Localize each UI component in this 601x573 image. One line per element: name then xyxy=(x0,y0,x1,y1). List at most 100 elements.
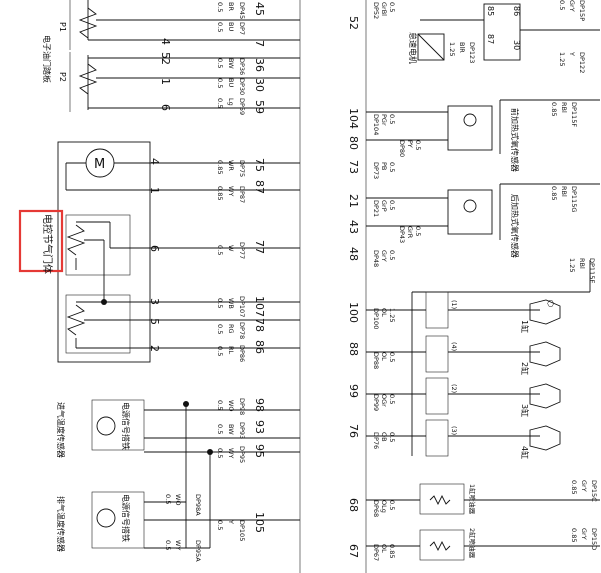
exhaust-sensor-pins-label: 电源信号搭铁 xyxy=(121,494,131,542)
throttle-pin-2: 2 xyxy=(148,345,161,352)
spark-plug-cyl-4: 4缸 xyxy=(520,425,561,459)
svg-text:W: W xyxy=(227,245,235,252)
svg-text:GrR: GrR xyxy=(406,226,414,239)
throttle-label: 电控节气门体 xyxy=(41,214,54,274)
svg-text:4缸: 4缸 xyxy=(520,446,530,459)
svg-text:0.85: 0.85 xyxy=(216,160,224,174)
injector-wire-labels: DP68 OLg 0.5 DP67 OL 0.85 DP15C GrY 0.85… xyxy=(372,480,598,561)
svg-text:88: 88 xyxy=(347,342,360,356)
svg-text:0.85: 0.85 xyxy=(550,102,558,116)
svg-text:1.25: 1.25 xyxy=(388,308,396,322)
svg-text:(1): (1) xyxy=(450,300,458,309)
svg-text:DP115E: DP115E xyxy=(588,258,596,283)
o2-wire-labels: DP104 PGr 0.5 DP80 PY 0.5 DP73 PB 0.5 DP… xyxy=(372,102,596,283)
svg-text:PGr: PGr xyxy=(380,114,388,126)
svg-text:DP95: DP95 xyxy=(238,446,246,463)
idle-motor-label: 怠速电机 xyxy=(408,32,418,64)
throttle-body-box xyxy=(57,141,151,363)
svg-text:RBl: RBl xyxy=(560,102,568,113)
svg-text:BW: BW xyxy=(227,58,235,69)
svg-text:1缸喷油器: 1缸喷油器 xyxy=(468,484,477,515)
svg-text:WO: WO xyxy=(174,494,182,506)
svg-text:105: 105 xyxy=(253,512,266,533)
idle-motor-box xyxy=(417,33,445,61)
svg-text:0.5: 0.5 xyxy=(388,200,396,210)
svg-text:DP107: DP107 xyxy=(238,296,246,317)
svg-text:DP99: DP99 xyxy=(372,394,380,411)
svg-text:0.5: 0.5 xyxy=(216,245,224,255)
motor-pin-1: 1 xyxy=(148,187,161,194)
svg-text:0.5: 0.5 xyxy=(388,250,396,260)
intake-temp-sensor: 电源信号搭铁 进气温度传感器 xyxy=(56,399,300,548)
svg-text:DP95A: DP95A xyxy=(194,540,202,562)
svg-text:DP86: DP86 xyxy=(238,345,246,362)
svg-text:104: 104 xyxy=(347,108,360,129)
spark-plug-1: ⬡ xyxy=(546,300,555,307)
svg-text:DP93: DP93 xyxy=(238,422,246,439)
svg-text:107: 107 xyxy=(253,296,266,317)
svg-text:DP75: DP75 xyxy=(238,160,246,177)
pedal-pin-5: 5 xyxy=(159,52,172,59)
svg-text:0.5: 0.5 xyxy=(216,346,224,356)
svg-text:1.25: 1.25 xyxy=(568,258,576,272)
svg-text:(2): (2) xyxy=(450,384,458,393)
motor-symbol: M xyxy=(94,157,105,172)
svg-text:100: 100 xyxy=(347,302,360,323)
svg-text:1.25: 1.25 xyxy=(558,52,566,66)
p1-label: P1 xyxy=(58,22,67,32)
svg-text:DP48: DP48 xyxy=(372,250,380,267)
svg-text:0.85: 0.85 xyxy=(550,186,558,200)
svg-text:86: 86 xyxy=(512,6,521,16)
svg-text:后加热式氧传感器: 后加热式氧传感器 xyxy=(510,194,520,258)
svg-text:93: 93 xyxy=(253,420,266,434)
throttle-sensor-box-2 xyxy=(65,294,131,354)
svg-text:43: 43 xyxy=(347,220,360,234)
svg-text:DP43: DP43 xyxy=(398,226,406,243)
svg-text:WY: WY xyxy=(227,448,235,458)
svg-text:36: 36 xyxy=(253,58,266,72)
svg-text:86: 86 xyxy=(253,340,266,354)
coil-3: (2) xyxy=(366,377,540,415)
coil-2: (4) xyxy=(366,335,540,373)
svg-text:0.5: 0.5 xyxy=(388,432,396,442)
svg-text:DP30: DP30 xyxy=(238,78,246,95)
svg-text:WR: WR xyxy=(227,160,235,171)
svg-text:BlR: BlR xyxy=(458,42,466,53)
svg-text:BR: BR xyxy=(227,2,235,11)
svg-text:0.5: 0.5 xyxy=(558,0,566,10)
svg-text:0.5: 0.5 xyxy=(216,400,224,410)
svg-text:RG: RG xyxy=(227,324,235,334)
svg-text:GrBl: GrBl xyxy=(380,2,388,16)
pedal-label: 电子油门踏板 xyxy=(42,35,52,83)
spark-plug-cyl-1: 1缸 xyxy=(520,299,561,333)
right-wire-numbers: 52 104 80 73 21 43 48 100 88 99 76 68 67 xyxy=(347,16,360,558)
svg-text:7: 7 xyxy=(253,40,266,47)
svg-text:DP105: DP105 xyxy=(238,520,246,541)
svg-text:76: 76 xyxy=(347,424,360,438)
svg-text:DP115G: DP115G xyxy=(570,186,578,212)
svg-text:OGr: OGr xyxy=(380,394,388,407)
coil-1: (1) ⬡ xyxy=(366,291,555,329)
svg-text:Y: Y xyxy=(227,519,235,524)
svg-text:OL: OL xyxy=(380,352,388,361)
svg-text:0.5: 0.5 xyxy=(216,22,224,32)
svg-text:PY: PY xyxy=(406,140,414,148)
svg-text:0.5: 0.5 xyxy=(414,140,422,150)
svg-text:BW: BW xyxy=(227,424,235,435)
svg-text:DP59: DP59 xyxy=(238,98,246,115)
throttle-pin-3: 3 xyxy=(148,298,161,305)
svg-text:DP78: DP78 xyxy=(238,322,246,339)
svg-text:DP7: DP7 xyxy=(238,22,246,35)
svg-text:RBl: RBl xyxy=(560,186,568,197)
svg-text:OL: OL xyxy=(380,308,388,317)
svg-text:DP122: DP122 xyxy=(578,52,586,73)
throttle-pin-6: 6 xyxy=(148,245,161,252)
svg-text:59: 59 xyxy=(253,100,266,114)
svg-text:0.85: 0.85 xyxy=(570,528,578,542)
ignition-coils: (1) ⬡ (4) (2) (3) xyxy=(366,291,555,457)
svg-text:0.5: 0.5 xyxy=(216,78,224,88)
svg-text:DP98A: DP98A xyxy=(194,494,202,516)
svg-text:DP123: DP123 xyxy=(468,42,476,63)
svg-text:0.5: 0.5 xyxy=(164,494,172,504)
